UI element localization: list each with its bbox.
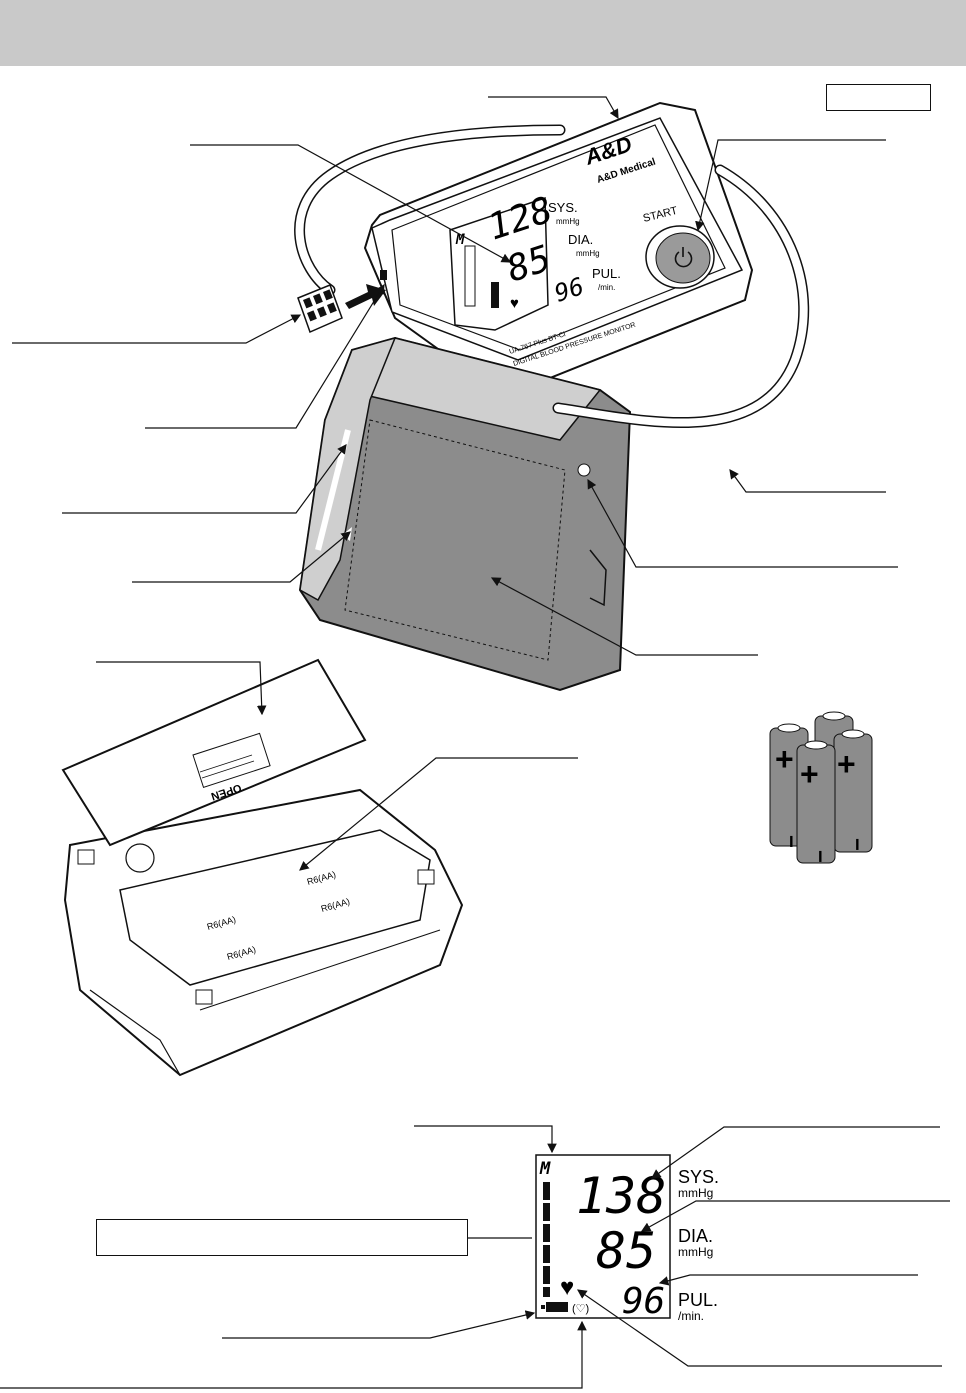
- page-tag-box: [826, 84, 931, 111]
- lcd-sys-label: SYS.: [678, 1167, 719, 1187]
- leader-lines: [0, 96, 950, 1389]
- lcd-sys-unit: mmHg: [678, 1186, 713, 1200]
- monitor-pul-unit: /min.: [598, 283, 615, 292]
- lcd-heart-icon: ♥: [560, 1274, 574, 1301]
- arm-cuff: [298, 336, 632, 692]
- monitor-pul-label: PUL.: [592, 266, 621, 281]
- power-icon: [674, 247, 693, 268]
- battery-cover[interactable]: [61, 658, 367, 847]
- battery-plus-sign: +: [775, 741, 794, 777]
- lcd-mem-indicator: M: [539, 1159, 551, 1179]
- monitor-sys-label: SYS.: [548, 200, 578, 215]
- battery-plus-sign: +: [800, 756, 819, 792]
- battery-minus-sign: −: [808, 850, 833, 863]
- battery-minus-sign: −: [779, 835, 804, 848]
- battery-plus-sign: +: [837, 746, 856, 782]
- lcd-pul-unit: /min.: [678, 1309, 704, 1323]
- lcd-pul-label: PUL.: [678, 1290, 718, 1310]
- aa-batteries: [769, 711, 873, 864]
- plug-insert-arrow: [345, 284, 386, 309]
- lcd-dia-unit: mmHg: [678, 1245, 713, 1259]
- start-button[interactable]: [645, 225, 715, 289]
- lcd-dia-value: 85: [596, 1222, 656, 1280]
- lcd-dia-label: DIA.: [678, 1226, 713, 1246]
- battery-compartment: [63, 788, 464, 1077]
- battery-level-icon: [541, 1302, 568, 1312]
- monitor-dia-label: DIA.: [568, 232, 593, 247]
- lcd-pul-value: 96: [622, 1281, 665, 1322]
- monitor-dia-unit: mmHg: [576, 249, 600, 258]
- monitor-heart-icon: ♥: [510, 295, 519, 312]
- lcd-detail-panel: (♡): [535, 1154, 671, 1319]
- monitor-sys-unit: mmHg: [556, 217, 580, 226]
- monitor-mem-indicator: M: [455, 232, 465, 248]
- lcd-sys-value: 138: [576, 1167, 666, 1225]
- battery-minus-sign: −: [845, 838, 870, 851]
- air-plug: [297, 284, 343, 334]
- header-bar: [0, 0, 966, 66]
- monitor-unit: [294, 101, 754, 392]
- irregular-heartbeat-icon: (♡): [572, 1303, 589, 1315]
- air-jack: [380, 270, 387, 280]
- pressure-indicator-callout-box: [96, 1219, 468, 1256]
